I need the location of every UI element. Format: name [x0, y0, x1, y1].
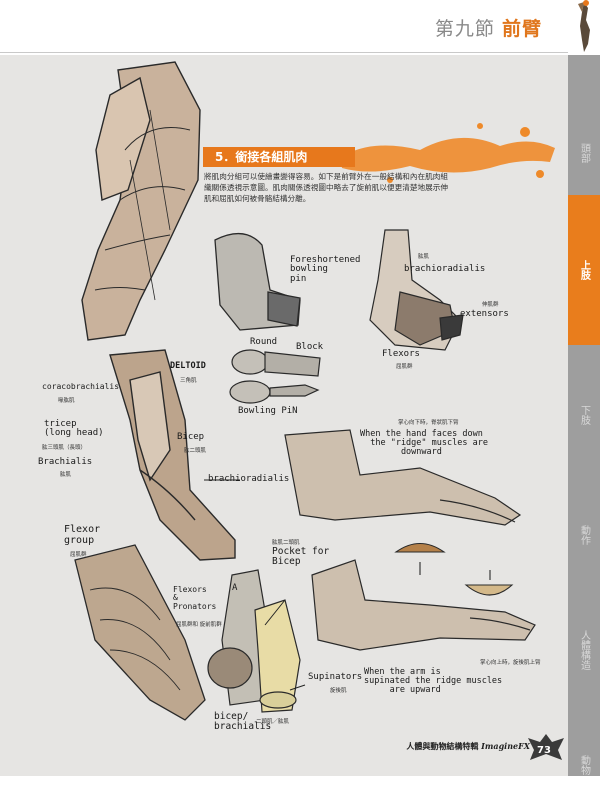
- label-flexors-pronators: Flexors & Pronators: [173, 585, 217, 611]
- forearm-palm-up: [311, 559, 536, 651]
- label-flexors-top-cn: 屈肌群: [396, 364, 413, 370]
- label-flexors-pronators-cn: 屈肌群和 旋前肌群: [176, 622, 222, 628]
- footer-caption: 人體與動物結構特輯 ImagineFX: [406, 741, 530, 752]
- label-block: Block: [296, 342, 324, 352]
- title-prefix: 第九節: [434, 18, 495, 40]
- tab-motion[interactable]: 動作: [568, 505, 600, 565]
- label-flexor-group: Flexor group: [64, 524, 101, 546]
- page-number: 73: [537, 745, 551, 756]
- pocket-cylinders: [207, 569, 301, 713]
- label-supinators: Supinators: [308, 672, 363, 682]
- label-extensors-cn: 伸肌群: [482, 302, 499, 308]
- label-hand-down: When the hand faces down the "ridge" mus…: [360, 429, 488, 457]
- tab-label: 動作: [578, 525, 590, 545]
- footer-title: 人體與動物結構特輯: [406, 742, 479, 751]
- forearm-palm-down: [284, 429, 522, 526]
- label-brachioradialis-mid: brachioradialis: [208, 474, 290, 484]
- label-tricep-cn: 肱三頭肌（長頭）: [42, 445, 87, 451]
- page-header: 第九節 前臂: [0, 0, 600, 55]
- tab-lower-limb[interactable]: 下肢: [568, 385, 600, 445]
- label-flexors-top: Flexors: [382, 349, 420, 359]
- annotation-arrows: [204, 479, 306, 691]
- label-tricep: tricep (long head): [44, 419, 104, 439]
- tab-label: 上肢: [578, 260, 590, 280]
- label-brachioradialis-top: brachioradialis: [404, 264, 486, 274]
- anatomy-sketches: [74, 61, 536, 721]
- page-title: 第九節 前臂: [435, 14, 542, 41]
- label-foreshortened: Foreshortened bowling pin: [290, 255, 361, 284]
- header-divider: [0, 52, 568, 53]
- title-accent: 前臂: [501, 18, 542, 40]
- tab-label: 下肢: [578, 405, 590, 425]
- label-arm-up-cn: 掌心向上時，旋後肌上臂: [480, 660, 541, 666]
- label-letter-a: A: [232, 583, 238, 593]
- label-bicep-brachialis-cn: 二頭肌／肱肌: [256, 719, 290, 725]
- label-arm-up: When the arm is supinated the ridge musc…: [364, 667, 503, 695]
- tab-label: 動物: [578, 755, 590, 775]
- label-brachioradialis-top-cn: 肱肌: [418, 254, 430, 260]
- label-round: Round: [250, 337, 278, 347]
- label-pocket: Pocket for Bicep: [272, 546, 330, 567]
- bowling-pin-form: [214, 233, 301, 331]
- label-hand-down-cn: 掌心向下時，脊狀肌下臂: [398, 420, 459, 426]
- body-paragraph: 將肌肉分組可以使繪畫變得容易。如下是前臂外在一般結構和內在肌肉組織關係透視示意圖…: [204, 172, 448, 203]
- footer-brand: ImagineFX: [481, 741, 530, 751]
- tab-head[interactable]: 頭部: [568, 110, 600, 195]
- forearm-muscle-cylinder: [369, 229, 464, 351]
- label-pocket-cn: 肱肌二頭肌: [272, 540, 300, 546]
- label-bicep-cn: 肱二頭肌: [184, 448, 207, 454]
- chapter-tabs: 頭部 上肢 下肢 動作 人體構造 動物: [568, 55, 600, 776]
- label-bicep-brachialis: bicep/ brachialis: [214, 711, 272, 732]
- label-brachialis: Brachialis: [38, 457, 93, 467]
- tab-upper-limb[interactable]: 上肢: [568, 195, 600, 345]
- orange-splash-decoration: [340, 123, 555, 183]
- tab-anatomy[interactable]: 人體構造: [568, 615, 600, 685]
- tab-animals[interactable]: 動物: [568, 735, 600, 795]
- label-deltoid: DELTOID: [170, 361, 206, 371]
- full-arm-muscles: [109, 349, 236, 561]
- label-bowling-pin: Bowling PiN: [238, 406, 298, 416]
- tab-label: 頭部: [578, 142, 590, 163]
- label-bicep: Bicep: [177, 432, 205, 442]
- round-block-forms: [229, 349, 321, 404]
- label-coracobrachialis-cn: 喙肱肌: [58, 398, 75, 404]
- label-deltoid-cn: 三角肌: [180, 378, 197, 384]
- cross-section-shapes: [394, 542, 514, 596]
- figure-corner-icon: [564, 0, 600, 55]
- flexor-arm-bottom-left: [74, 544, 206, 721]
- bat-emblem-icon: [528, 734, 564, 760]
- label-brachialis-cn: 肱肌: [60, 472, 72, 478]
- arm-sketch-top-left: [81, 61, 201, 341]
- tab-label: 人體構造: [578, 630, 590, 670]
- label-supinators-cn: 旋後肌: [330, 688, 347, 694]
- label-coracobrachialis: coracobrachialis: [42, 382, 120, 391]
- label-flexor-group-cn: 屈肌群: [70, 552, 87, 558]
- label-extensors: extensors: [460, 309, 509, 319]
- section-heading: 5．銜接各組肌肉: [203, 147, 355, 167]
